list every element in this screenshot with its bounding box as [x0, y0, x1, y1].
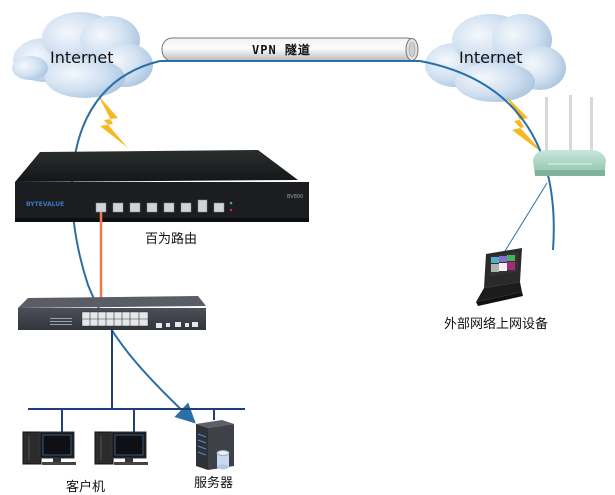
client-pc-1: [22, 431, 76, 465]
clients-label: 客户机: [66, 480, 106, 495]
wireless-router-icon: [533, 95, 606, 176]
laptop-icon: [476, 248, 523, 306]
router-brand-logo: BYTEVALUE: [26, 201, 64, 208]
cloud-left: [12, 12, 153, 98]
server-label: 服务器: [194, 476, 234, 491]
cloud-right-label: Internet: [459, 48, 523, 67]
lightning-icon-left: [98, 95, 128, 148]
cloud-right: [425, 14, 566, 102]
switch-device: [18, 296, 206, 330]
wifi-link-line: [504, 182, 548, 252]
vpn-path-line: [71, 60, 555, 424]
external-device-label: 外部网络上网设备: [444, 317, 549, 332]
vpn-tunnel: [161, 37, 419, 62]
server-icon: [196, 420, 234, 470]
lan-bus: [28, 330, 245, 432]
cloud-left-label: Internet: [50, 48, 114, 67]
vpn-tunnel-label: VPN 隧道: [252, 43, 311, 57]
router-model-label: BV800: [287, 194, 303, 200]
client-pc-2: [94, 431, 148, 465]
router-label: 百为路由: [145, 232, 198, 247]
router-ports: [95, 199, 225, 213]
router-device: BYTEVALUE BV800: [15, 150, 309, 222]
